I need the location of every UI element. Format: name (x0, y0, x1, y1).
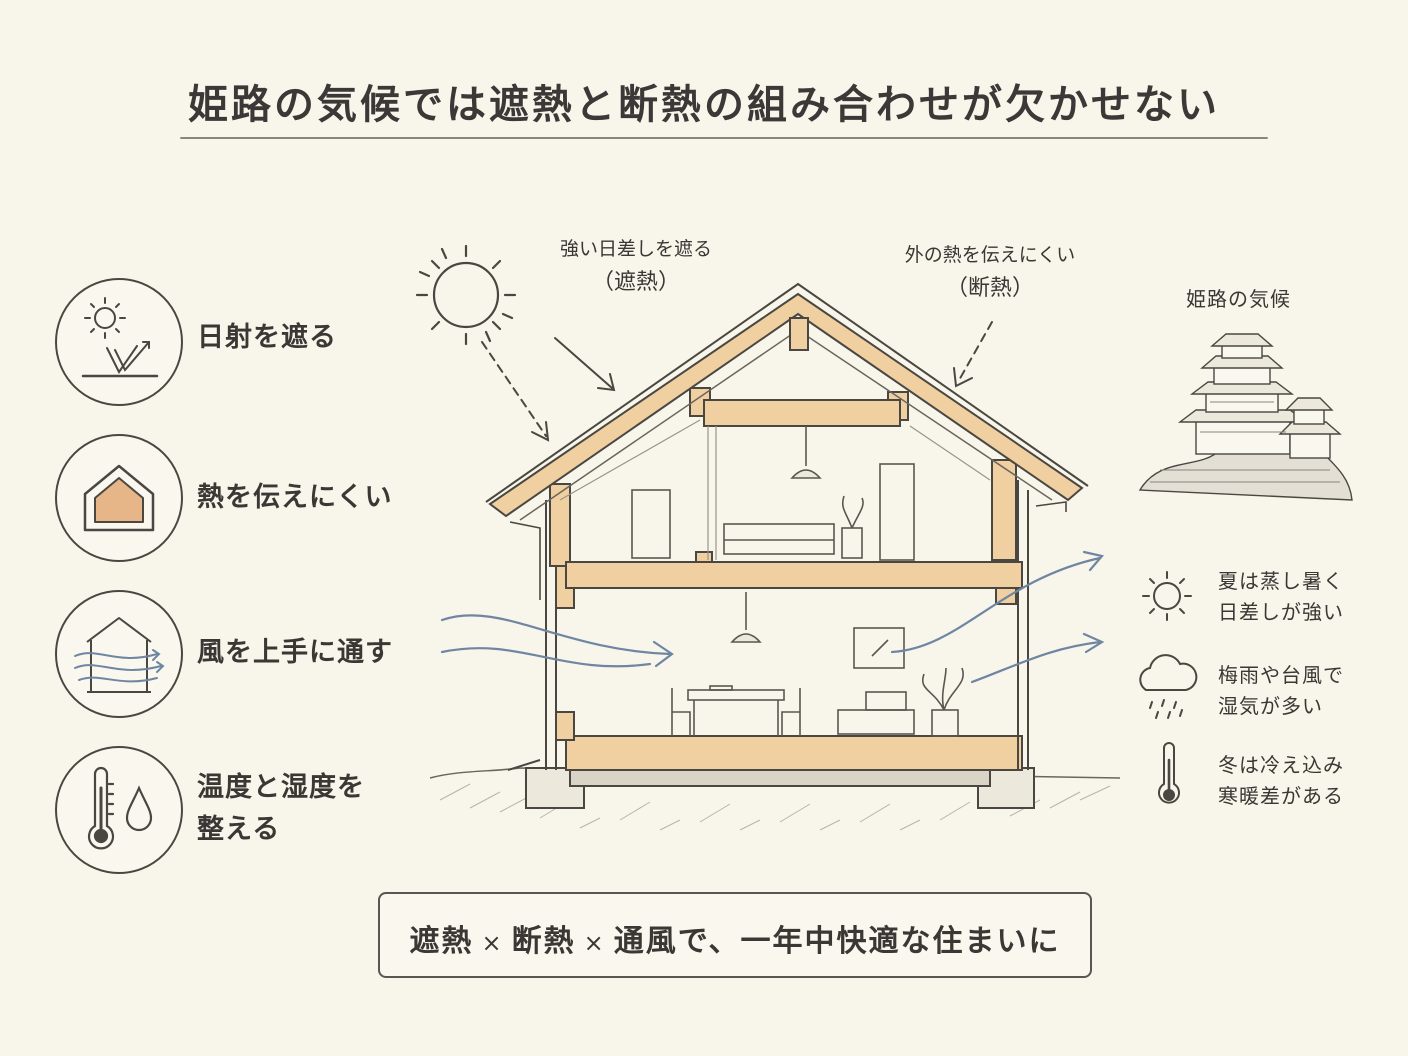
climate-item-summer: 夏は蒸し暑く 日差しが強い (1218, 566, 1344, 628)
feature-circle-wind (55, 590, 183, 718)
feature-label-wind: 風を上手に通す (197, 637, 393, 668)
climate-rainy-line2: 湿気が多い (1218, 694, 1323, 718)
climate-summer-line2: 日差しが強い (1218, 600, 1344, 624)
summary-banner-text: 遮熱×断熱×通風で、一年中快適な住まいに (380, 916, 1090, 960)
sun-icon (1142, 571, 1192, 621)
feature-label-humidity-1: 温度と湿度を (197, 772, 365, 803)
callout-insulation-line1: 外の熱を伝えにくい (904, 244, 1076, 266)
climate-item-rainy: 梅雨や台風で 湿気が多い (1218, 660, 1344, 722)
ceiling-beam (703, 399, 901, 427)
roof (485, 282, 1089, 521)
floor-slab-ground (565, 735, 1023, 771)
lower-floor-furniture (671, 592, 964, 737)
climate-heading: 姫路の気候 (1186, 287, 1291, 311)
sun-ray-arrow (554, 337, 613, 389)
climate-rainy-line1: 梅雨や台風で (1218, 663, 1344, 687)
foundation (525, 767, 1035, 809)
banner-shading: 遮熱 (409, 924, 474, 959)
climate-summer-line1: 夏は蒸し暑く (1218, 569, 1344, 593)
feature-label-humidity-2: 整える (197, 814, 281, 845)
callout-shading-line2: （遮熱） (591, 270, 680, 295)
thermometer-icon (1158, 742, 1180, 804)
insulated-house-icon (83, 464, 155, 532)
floor-slab-second (565, 561, 1023, 589)
upper-floor-furniture (631, 426, 915, 561)
banner-ventilation: 通風で、一年中快適な住まいに (613, 924, 1061, 959)
banner-times-2: × (583, 929, 606, 957)
sun-reflect-icon (81, 297, 159, 378)
wind-arrows (440, 550, 1105, 684)
feature-circle-sun (55, 278, 183, 406)
heat-dashed-arrow (957, 321, 993, 383)
callout-shading: 強い日差しを遮る （遮熱） (536, 232, 736, 300)
thermometer-drop-icon (87, 766, 153, 850)
climate-winter-line1: 冬は冷え込み (1218, 753, 1344, 777)
feature-label-shade: 日射を遮る (197, 322, 337, 353)
wind-house-icon (74, 617, 165, 693)
summary-banner: 遮熱×断熱×通風で、一年中快適な住まいに (378, 892, 1092, 978)
sun-ray-dashed-arrow (481, 341, 547, 437)
climate-icons (1139, 571, 1198, 804)
climate-winter-line2: 寒暖差がある (1218, 784, 1344, 808)
rain-cloud-icon (1139, 654, 1198, 719)
banner-times-1: × (481, 929, 504, 957)
sun-illustration (415, 244, 517, 346)
climate-item-winter: 冬は冷え込み 寒暖差がある (1218, 750, 1344, 812)
callout-shading-line1: 強い日差しを遮る (559, 238, 712, 260)
title-underline (180, 137, 1268, 139)
feature-circle-thermo (55, 746, 183, 874)
banner-insulation: 断熱 (511, 924, 576, 959)
callout-insulation: 外の熱を伝えにくい （断熱） (880, 238, 1100, 306)
feature-circle-insulation (55, 434, 183, 562)
castle-illustration (1138, 333, 1353, 501)
callout-insulation-line2: （断熱） (945, 276, 1034, 301)
feature-label-insulation: 熱を伝えにくい (197, 482, 393, 513)
page-title: 姫路の気候では遮熱と断熱の組み合わせが欠かせない (188, 82, 1220, 128)
